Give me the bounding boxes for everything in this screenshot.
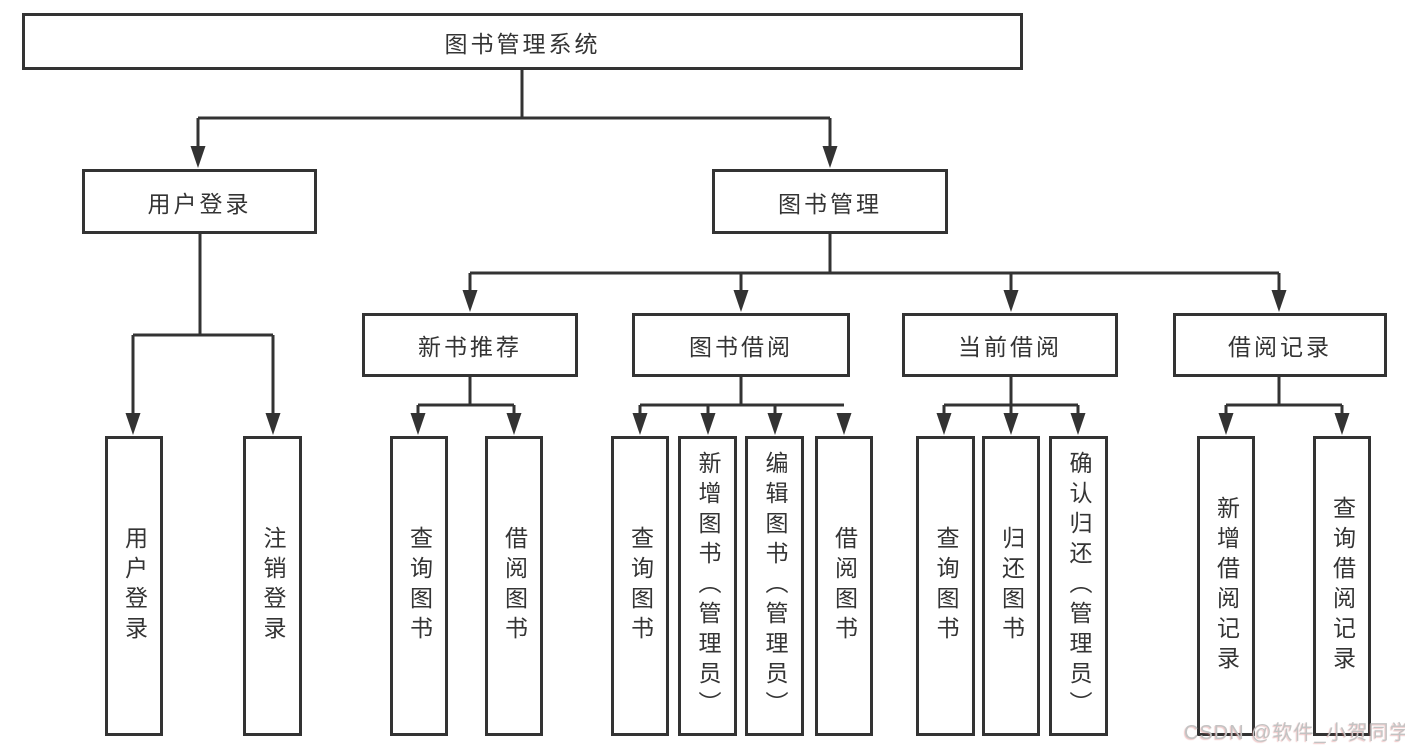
leaf-edit-book-admin: 编辑图书（管理员） xyxy=(745,436,804,736)
leaf-query-borrow-record: 查询借阅记录 xyxy=(1313,436,1371,736)
node-borrow-record: 借阅记录 xyxy=(1173,313,1387,377)
leaf-query-book-borrow: 查询图书 xyxy=(611,436,669,736)
arrowhead-icon xyxy=(936,413,952,435)
arrowhead-icon xyxy=(1003,290,1019,312)
leaf-borrow-book: 借阅图书 xyxy=(815,436,873,736)
node-book-management: 图书管理 xyxy=(712,169,948,234)
connector-paths xyxy=(131,69,1344,419)
leaf-confirm-return-admin: 确认归还（管理员） xyxy=(1049,436,1108,736)
arrowhead-icon xyxy=(1271,290,1287,312)
arrowhead-icon xyxy=(632,413,648,435)
node-user-login: 用户登录 xyxy=(82,169,317,234)
arrowhead-icon xyxy=(822,146,838,168)
leaf-return-book: 归还图书 xyxy=(982,436,1040,736)
leaf-borrow-book-recommend: 借阅图书 xyxy=(485,436,543,736)
leaf-user-login: 用户登录 xyxy=(105,436,163,736)
arrowhead-icon xyxy=(700,413,716,435)
arrowhead-icon xyxy=(265,413,281,435)
leaf-query-book-current: 查询图书 xyxy=(916,436,975,736)
arrowheads xyxy=(125,146,1350,435)
arrowhead-icon xyxy=(767,413,783,435)
watermark: CSDN @软件_小贺同学 xyxy=(1184,722,1405,744)
arrowhead-icon xyxy=(506,413,522,435)
arrowhead-icon xyxy=(1218,413,1234,435)
arrowhead-icon xyxy=(125,413,141,435)
arrowhead-icon xyxy=(462,290,478,312)
leaf-query-book-recommend: 查询图书 xyxy=(390,436,448,736)
arrowhead-icon xyxy=(836,413,852,435)
node-book-borrow: 图书借阅 xyxy=(632,313,850,377)
arrowhead-icon xyxy=(733,290,749,312)
leaf-logout: 注销登录 xyxy=(243,436,302,736)
arrowhead-icon xyxy=(1003,413,1019,435)
leaf-add-borrow-record: 新增借阅记录 xyxy=(1197,436,1255,736)
node-new-book-recommend: 新书推荐 xyxy=(362,313,578,377)
node-library-management-system: 图书管理系统 xyxy=(22,13,1023,70)
arrowhead-icon xyxy=(1070,413,1086,435)
leaf-add-book-admin: 新增图书（管理员） xyxy=(678,436,737,736)
arrowhead-icon xyxy=(1334,413,1350,435)
arrowhead-icon xyxy=(190,146,206,168)
arrowhead-icon xyxy=(410,413,426,435)
node-current-borrow: 当前借阅 xyxy=(902,313,1118,377)
